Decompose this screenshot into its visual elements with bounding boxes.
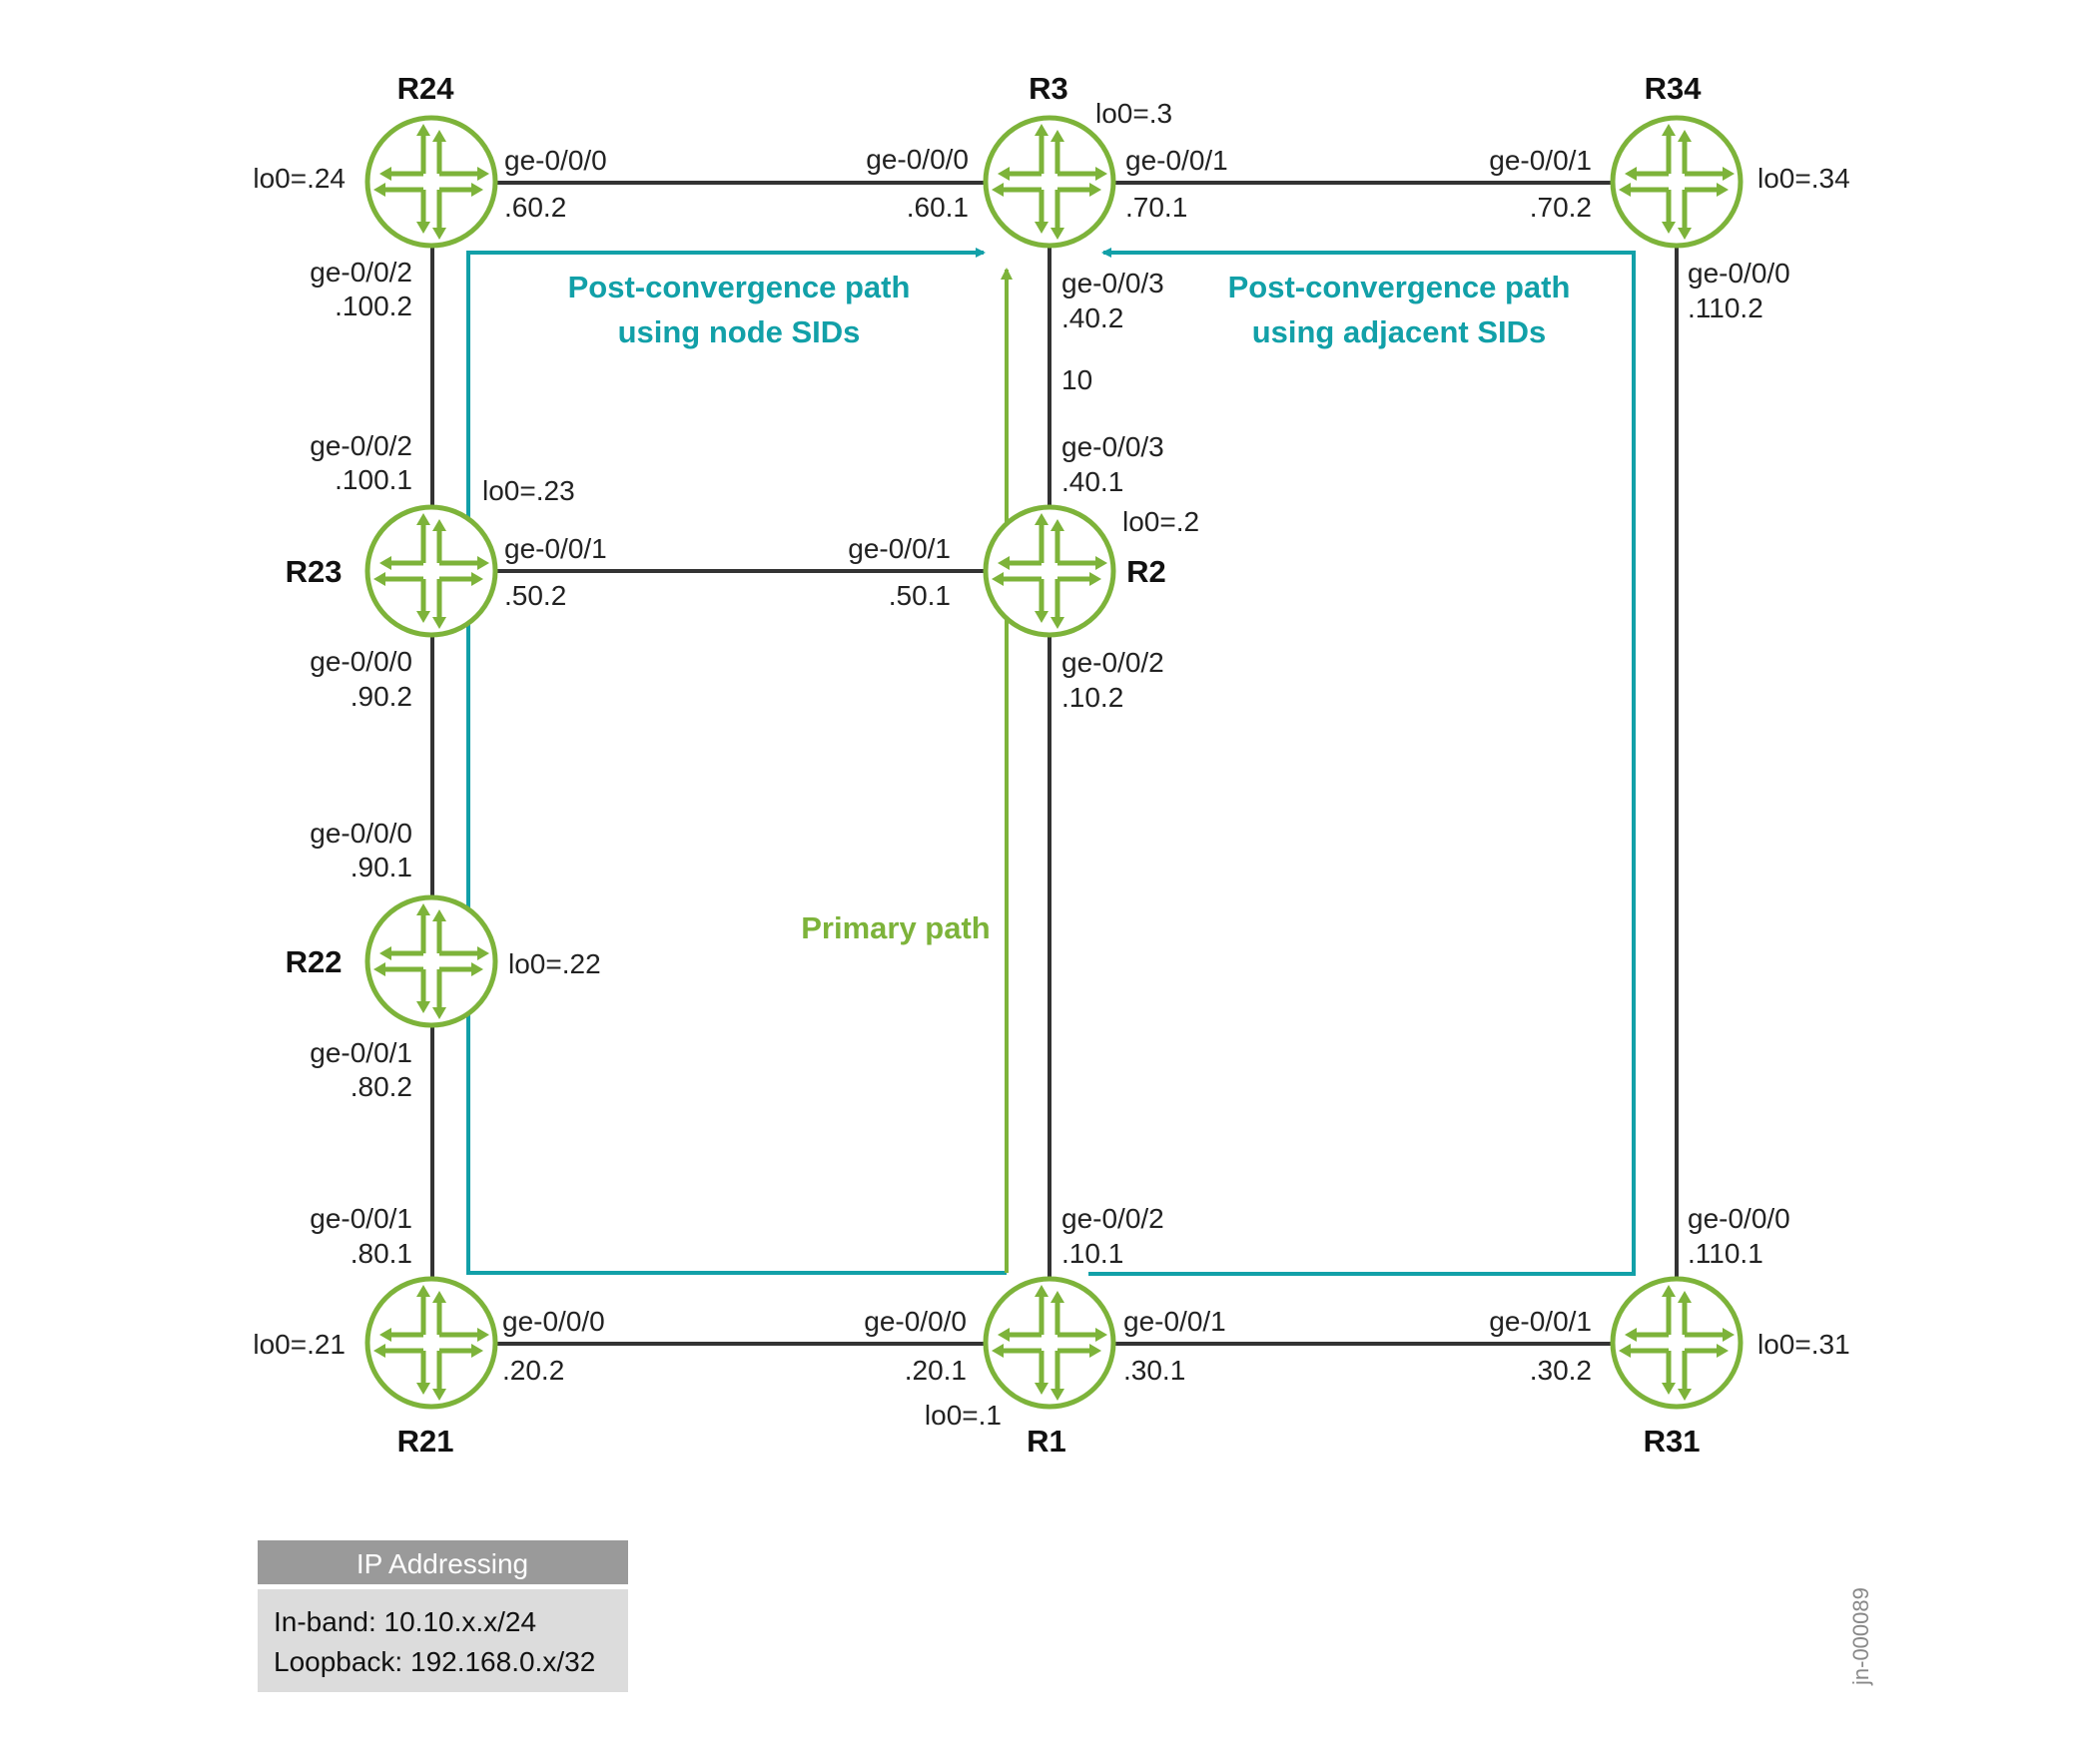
ip-label: .40.1 xyxy=(1061,466,1123,497)
router-icon xyxy=(986,507,1113,635)
router-name-r2: R2 xyxy=(1126,554,1166,589)
link-metric: 10 xyxy=(1061,364,1092,395)
ip-label: .60.1 xyxy=(907,192,969,223)
loopback-r24: lo0=.24 xyxy=(253,163,346,194)
adjacent-sids-path-label-line2: using adjacent SIDs xyxy=(1252,314,1547,349)
legend-title: IP Addressing xyxy=(356,1548,528,1579)
interface-label: ge-0/0/1 xyxy=(848,533,951,564)
router-name-r1: R1 xyxy=(1027,1424,1066,1459)
interface-label: ge-0/0/0 xyxy=(866,144,969,175)
router-name-r31: R31 xyxy=(1644,1424,1701,1459)
interface-label: ge-0/0/3 xyxy=(1061,268,1164,298)
legend-body xyxy=(258,1589,628,1692)
interface-label: ge-0/0/1 xyxy=(1125,145,1228,176)
router-name-r21: R21 xyxy=(397,1424,454,1459)
interface-label: ge-0/0/1 xyxy=(1489,145,1592,176)
ip-label: .70.2 xyxy=(1530,192,1592,223)
ip-label: .20.2 xyxy=(502,1355,564,1386)
interface-label: ge-0/0/0 xyxy=(502,1306,605,1337)
router-icon xyxy=(367,1279,495,1407)
legend-loopback: Loopback: 192.168.0.x/32 xyxy=(274,1646,595,1677)
ip-label: .60.2 xyxy=(504,192,566,223)
router-name-r24: R24 xyxy=(397,71,455,106)
interface-label: ge-0/0/2 xyxy=(310,257,412,288)
router-icon xyxy=(367,118,495,246)
interface-label: ge-0/0/0 xyxy=(310,646,412,677)
figure-id: jn-000089 xyxy=(1848,1587,1873,1686)
node-sids-path-label-line2: using node SIDs xyxy=(618,314,861,349)
router-icon xyxy=(367,897,495,1025)
ip-label: .110.1 xyxy=(1688,1238,1763,1269)
ip-label: .10.1 xyxy=(1061,1238,1123,1269)
interface-label: ge-0/0/0 xyxy=(1688,258,1790,289)
ip-label: .100.2 xyxy=(335,291,412,321)
ip-label: .80.2 xyxy=(350,1071,412,1102)
interface-label: ge-0/0/0 xyxy=(504,145,607,176)
interface-label: ge-0/0/0 xyxy=(310,818,412,849)
interface-label: ge-0/0/2 xyxy=(1061,647,1164,678)
links xyxy=(430,181,1679,1346)
router-icon xyxy=(367,507,495,635)
interface-label: ge-0/0/1 xyxy=(310,1203,412,1234)
interface-label: ge-0/0/2 xyxy=(1061,1203,1164,1234)
loopback-r3: lo0=.3 xyxy=(1095,98,1172,129)
ip-label: .30.2 xyxy=(1530,1355,1592,1386)
loopback-r23: lo0=.23 xyxy=(482,475,575,506)
router-name-r34: R34 xyxy=(1645,71,1703,106)
loopback-r21: lo0=.21 xyxy=(253,1329,346,1360)
primary-path-label: Primary path xyxy=(801,910,991,945)
ip-label: .20.1 xyxy=(905,1355,967,1386)
ip-addressing-legend: IP Addressing In-band: 10.10.x.x/24 Loop… xyxy=(258,1540,628,1692)
loopback-r31: lo0=.31 xyxy=(1757,1329,1850,1360)
post-convergence-path-adjacent-sids xyxy=(1088,248,1636,1276)
loopback-r2: lo0=.2 xyxy=(1122,506,1199,537)
router-name-r23: R23 xyxy=(286,554,343,589)
ip-label: .90.2 xyxy=(350,681,412,712)
interface-label: ge-0/0/1 xyxy=(504,533,607,564)
router-icon xyxy=(986,118,1113,246)
interface-label: ge-0/0/1 xyxy=(1123,1306,1226,1337)
interface-label: ge-0/0/1 xyxy=(1489,1306,1592,1337)
router-icon xyxy=(986,1279,1113,1407)
loopback-r1: lo0=.1 xyxy=(925,1400,1002,1431)
ip-label: .80.1 xyxy=(350,1238,412,1269)
routers xyxy=(367,118,1741,1407)
ip-label: .30.1 xyxy=(1123,1355,1185,1386)
interface-label: ge-0/0/3 xyxy=(1061,431,1164,462)
interface-label: ge-0/0/1 xyxy=(310,1037,412,1068)
router-icon xyxy=(1613,118,1741,246)
adjacent-sids-path-label-line1: Post-convergence path xyxy=(1228,270,1571,304)
router-name-r22: R22 xyxy=(286,944,343,979)
post-convergence-path-node-sids xyxy=(466,248,1007,1275)
loopback-r34: lo0=.34 xyxy=(1757,163,1850,194)
ip-label: .90.1 xyxy=(350,852,412,882)
ip-label: .110.2 xyxy=(1688,293,1763,323)
router-icon xyxy=(1613,1279,1741,1407)
ip-label: .50.2 xyxy=(504,580,566,611)
legend-inband: In-band: 10.10.x.x/24 xyxy=(274,1606,536,1637)
ip-label: .10.2 xyxy=(1061,682,1123,713)
ip-label: .50.1 xyxy=(889,580,951,611)
ip-label: .70.1 xyxy=(1125,192,1187,223)
ip-label: .40.2 xyxy=(1061,302,1123,333)
interface-label: ge-0/0/0 xyxy=(864,1306,967,1337)
loopback-r22: lo0=.22 xyxy=(508,948,601,979)
router-name-r3: R3 xyxy=(1029,71,1068,106)
interface-label: ge-0/0/0 xyxy=(1688,1203,1790,1234)
ip-label: .100.1 xyxy=(335,464,412,495)
legend-header xyxy=(258,1540,628,1584)
node-sids-path-label-line1: Post-convergence path xyxy=(568,270,911,304)
interface-label: ge-0/0/2 xyxy=(310,430,412,461)
